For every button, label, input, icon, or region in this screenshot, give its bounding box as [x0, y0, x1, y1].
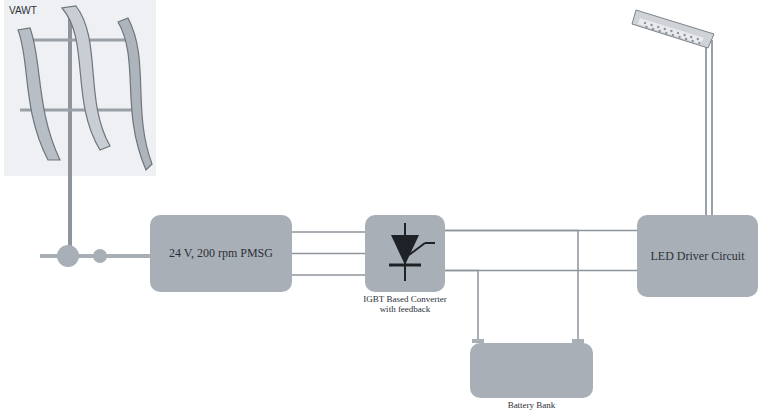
wire: [292, 274, 365, 276]
lamp-pole: [705, 44, 707, 215]
led-dot: [664, 28, 666, 30]
turbine-backdrop: [4, 0, 156, 176]
led-dot: [698, 42, 700, 44]
turbine-blade: [62, 6, 110, 150]
part-name: VAWT: [9, 5, 37, 16]
diode-stroke: [409, 243, 425, 255]
led-panel: [638, 18, 704, 44]
led-dot: [652, 28, 654, 30]
turbine-blade: [118, 18, 152, 170]
converter-box: IGBT Based Converter with feedback: [365, 215, 445, 292]
turbine-blade: [18, 28, 60, 160]
caption-label: Battery Bank: [477, 400, 587, 410]
wind-turbine: [4, 0, 156, 267]
caption-label: IGBT Based Converter with feedback: [357, 294, 453, 315]
led-dot: [677, 32, 679, 34]
led-dot: [690, 36, 692, 38]
wire: [445, 270, 478, 343]
led-dot: [657, 26, 659, 28]
led-dot: [670, 30, 672, 32]
led-dot: [683, 34, 685, 36]
led-dot: [650, 24, 652, 26]
wire: [445, 230, 578, 343]
generator-box: 24 V, 200 rpm PMSG: [150, 215, 292, 292]
led-dot: [672, 34, 674, 36]
led-dot: [685, 38, 687, 40]
battery-box: Battery Bank: [470, 343, 593, 398]
led-dot: [692, 40, 694, 42]
diode-stroke: [425, 242, 435, 244]
wire: [292, 231, 365, 233]
lamp-head: [632, 10, 714, 48]
led-dots: [644, 22, 701, 44]
drive-shaft: [40, 254, 150, 258]
wire: [292, 253, 365, 255]
box-label: 24 V, 200 rpm PMSG: [161, 242, 281, 264]
diode-stroke: [404, 223, 406, 281]
led-dot: [644, 22, 646, 24]
box-label: LED Driver Circuit: [643, 245, 753, 267]
led-dot: [665, 32, 667, 34]
turbine-shaft: [68, 14, 72, 246]
led-dot: [678, 36, 680, 38]
diode-symbol: [365, 215, 445, 292]
led-dot: [697, 38, 699, 40]
driver-box: LED Driver Circuit: [637, 215, 758, 297]
lamp-pole: [711, 40, 713, 215]
led-dot: [645, 26, 647, 28]
led-dot: [659, 30, 661, 32]
street-light: [632, 10, 714, 215]
